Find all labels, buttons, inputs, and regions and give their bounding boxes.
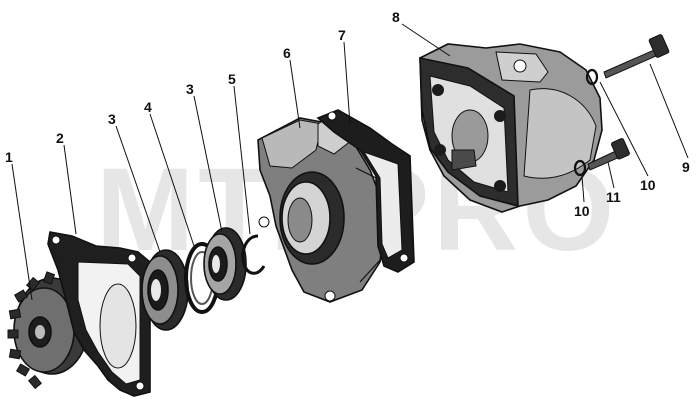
part-3-bearing-right xyxy=(203,227,247,301)
callout-2: 2 xyxy=(56,130,64,146)
part-9-long-bolt xyxy=(603,34,670,79)
part-3-bearing-left xyxy=(141,249,189,331)
callout-6: 6 xyxy=(283,45,291,61)
leader-lines xyxy=(11,23,689,301)
part-5-snap-ring xyxy=(241,234,266,275)
part-2-flange-plate xyxy=(47,231,151,397)
part-10-washer-lower xyxy=(573,159,587,177)
callout-1: 1 xyxy=(5,149,13,165)
callout-10-lower: 10 xyxy=(574,203,590,219)
callout-8: 8 xyxy=(392,9,400,25)
callout-labels: 1 2 3 4 3 5 6 7 8 9 10 11 10 xyxy=(5,9,690,219)
callout-4: 4 xyxy=(144,99,152,115)
callout-10-upper: 10 xyxy=(640,177,656,193)
part-8-pump-body xyxy=(419,43,603,213)
part-10-washer-upper xyxy=(585,68,599,86)
part-7-gasket xyxy=(316,109,415,273)
callout-5: 5 xyxy=(228,71,236,87)
part-11-short-bolt xyxy=(587,138,630,171)
callout-7: 7 xyxy=(338,27,346,43)
callout-11: 11 xyxy=(606,189,621,205)
callout-3-left: 3 xyxy=(108,111,116,127)
callout-3-right: 3 xyxy=(186,81,194,97)
callout-9: 9 xyxy=(682,159,690,175)
